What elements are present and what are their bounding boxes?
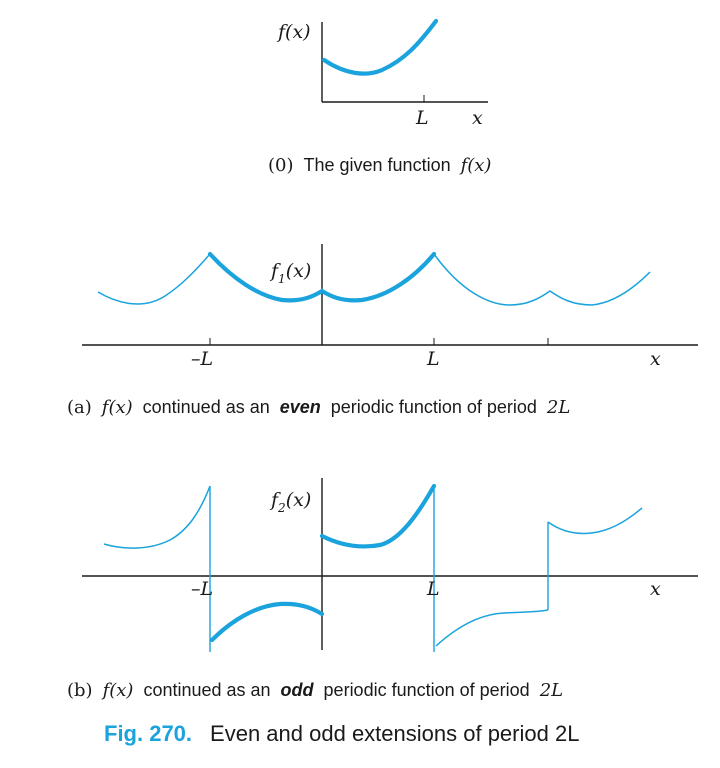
panel0-y-label: f(x) bbox=[276, 21, 311, 43]
panel0-caption: (0) The given function f(x) bbox=[268, 155, 491, 176]
panelA-tick-label-minusL: –L bbox=[191, 348, 213, 370]
panelB-thick-curve-lower bbox=[209, 601, 325, 643]
panelB-caption: (b) f(x) continued as an odd periodic fu… bbox=[67, 680, 563, 701]
panel-even-extension: f1(x) –L L x (a) f(x) continued as an ev… bbox=[67, 244, 698, 418]
figure-title: Even and odd extensions of period 2L bbox=[210, 721, 579, 746]
panel-odd-extension: f2(x) –L L x (b) f(x) continued as an od… bbox=[67, 478, 698, 701]
panelA-thin-curve-left bbox=[97, 253, 211, 305]
panelA-thick-curve bbox=[207, 251, 437, 303]
panelB-thin-curve-left-upper bbox=[103, 485, 211, 549]
panelB-tick-label-minusL: –L bbox=[191, 578, 213, 600]
panelB-thin-curve-right-lower bbox=[435, 609, 549, 647]
panelB-thick-curve-upper bbox=[319, 483, 437, 549]
panelB-y-label: f2(x) bbox=[269, 489, 311, 515]
panelA-thin-curve-right bbox=[433, 253, 651, 306]
panelA-x-label: x bbox=[650, 348, 661, 370]
panelA-caption: (a) f(x) continued as an even periodic f… bbox=[67, 397, 570, 418]
panelB-tick-label-L: L bbox=[426, 578, 440, 600]
panel0-x-label: x bbox=[472, 107, 483, 129]
figure-caption: Fig. 270. Even and odd extensions of per… bbox=[104, 721, 579, 746]
panel0-tick-label-L: L bbox=[415, 107, 429, 129]
panel-given-function: f(x) L x (0) The given function f(x) bbox=[268, 18, 491, 176]
panelA-tick-label-L: L bbox=[426, 348, 440, 370]
panelA-y-label: f1(x) bbox=[269, 260, 311, 286]
panelB-x-label: x bbox=[650, 578, 661, 600]
panel0-curve bbox=[321, 18, 439, 76]
figure-number: Fig. 270. bbox=[104, 721, 192, 746]
panelB-thin-curve-right-upper bbox=[547, 507, 643, 535]
